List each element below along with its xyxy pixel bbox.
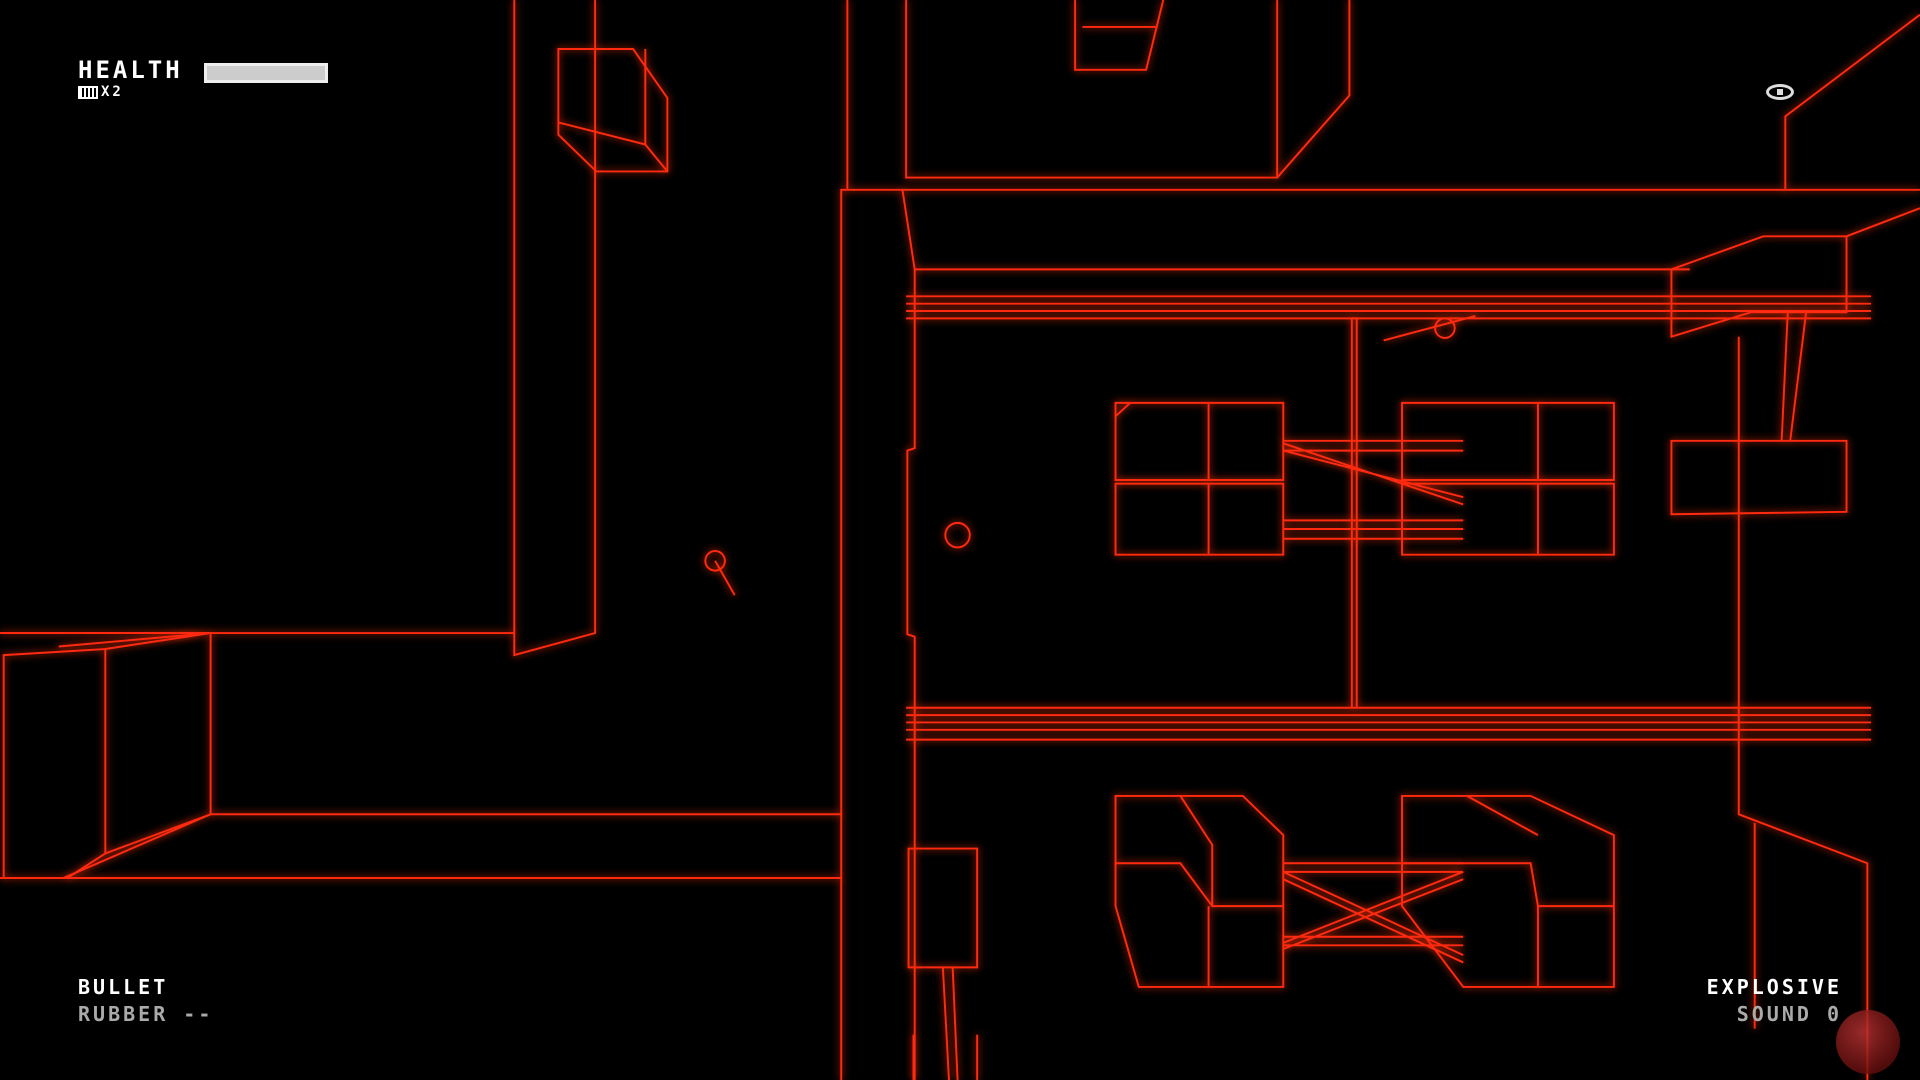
enemy-guard-2	[1434, 317, 1456, 339]
pipes-upper	[1282, 439, 1464, 540]
corridor-bottom	[0, 632, 842, 879]
crate-top	[1074, 0, 1165, 71]
enemy-guard-2-gun	[1383, 314, 1476, 342]
rail-bottom	[906, 706, 1872, 741]
lives-value: X2	[101, 84, 124, 100]
watermark-logo	[1836, 1010, 1900, 1074]
eye-icon	[1766, 84, 1794, 100]
enemy-guard-1-gun	[714, 560, 736, 596]
secondary-weapon-label: EXPLOSIVE	[1706, 975, 1842, 999]
enemy-guard-1	[704, 550, 726, 572]
main-wall	[840, 0, 1920, 1080]
health-fill	[207, 66, 325, 80]
divider	[1350, 317, 1358, 708]
health-label: HEALTH	[78, 56, 183, 84]
primary-weapon-ammo: RUBBER --	[78, 1002, 214, 1026]
crate-top-left	[557, 48, 669, 173]
crate-bottom	[907, 847, 979, 1080]
machine-lower-left	[1114, 794, 1285, 988]
machine-upper-right	[1401, 401, 1615, 556]
primary-weapon-label: BULLET	[78, 975, 169, 999]
player-character	[944, 521, 971, 549]
block-bottom-left	[2, 632, 211, 879]
battery-icon	[78, 85, 98, 99]
health-bar	[204, 63, 328, 83]
rail-top	[906, 295, 1872, 320]
pipes-lower	[1282, 862, 1464, 964]
machine-upper-left	[1114, 401, 1285, 556]
right-structures	[1670, 13, 1920, 1080]
lives-counter: X2	[78, 84, 124, 100]
machine-lower-right	[1401, 794, 1615, 988]
secondary-weapon-ammo: SOUND 0	[1736, 1002, 1842, 1026]
inner-room	[901, 189, 1690, 1080]
